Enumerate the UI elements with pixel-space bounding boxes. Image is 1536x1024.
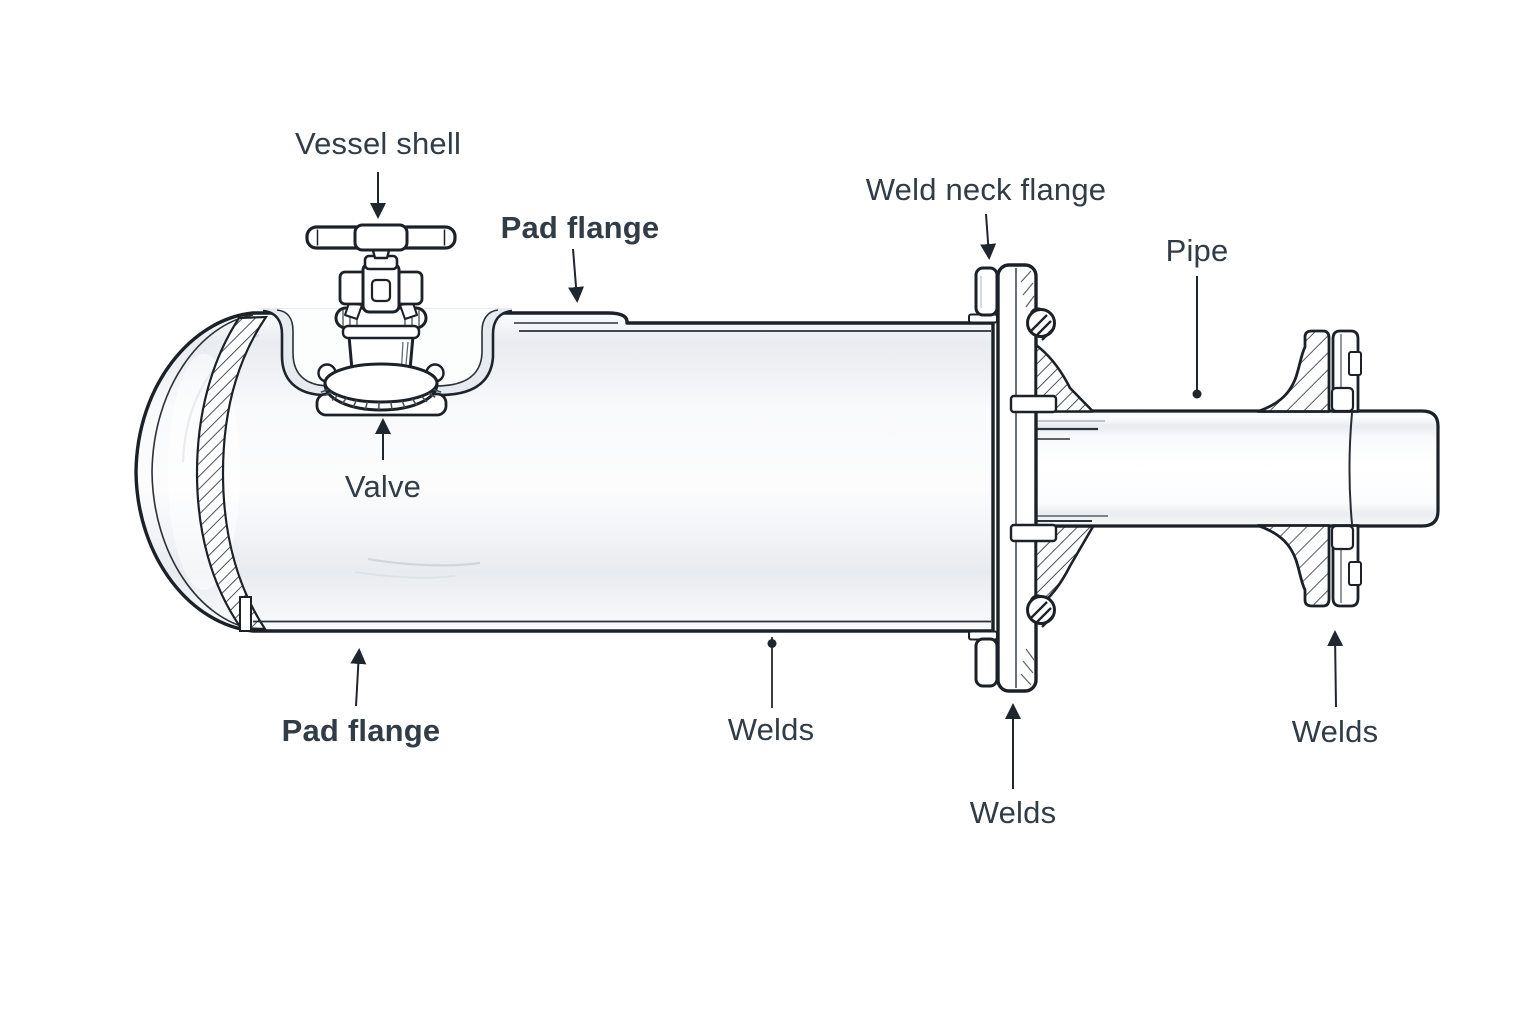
label-pad-flange-top: Pad flange (500, 210, 660, 245)
pipe-shape (1010, 409, 1440, 528)
flange-bolt-bottom (1026, 594, 1056, 628)
label-weld-neck-flange: Weld neck flange (865, 172, 1107, 207)
leader-weld-neck-flange (980, 213, 997, 260)
leader-welds-pipe (1327, 630, 1344, 708)
leader-pad-flange-top (568, 248, 585, 303)
flange-bolt-top (1026, 307, 1056, 341)
leader-lines (350, 172, 1344, 789)
vessel-shell-shape (134, 311, 995, 633)
label-welds-shell: Welds (727, 712, 815, 747)
leader-pad-flange-bottom (350, 648, 367, 707)
label-vessel-shell: Vessel shell (294, 126, 462, 161)
leader-pipe-dot (1192, 389, 1202, 399)
bolt-hole-notch-top (1348, 351, 1362, 376)
weld-neck-flange-shape (968, 263, 1095, 693)
label-pipe: Pipe (1165, 233, 1229, 268)
valve-flange-knurling (320, 388, 442, 411)
label-pad-flange-bottom: Pad flange (281, 713, 441, 748)
pipe-flange-pair-shape (1256, 329, 1362, 608)
label-welds-flange: Welds (969, 795, 1057, 830)
head-weld-seam (195, 315, 269, 631)
label-valve: Valve (344, 469, 422, 504)
leader-welds-shell-dot (767, 639, 777, 648)
bolt-hole-notch-bottom (1348, 561, 1362, 586)
valve-shape (305, 223, 457, 417)
label-welds-pipe: Welds (1291, 714, 1379, 749)
